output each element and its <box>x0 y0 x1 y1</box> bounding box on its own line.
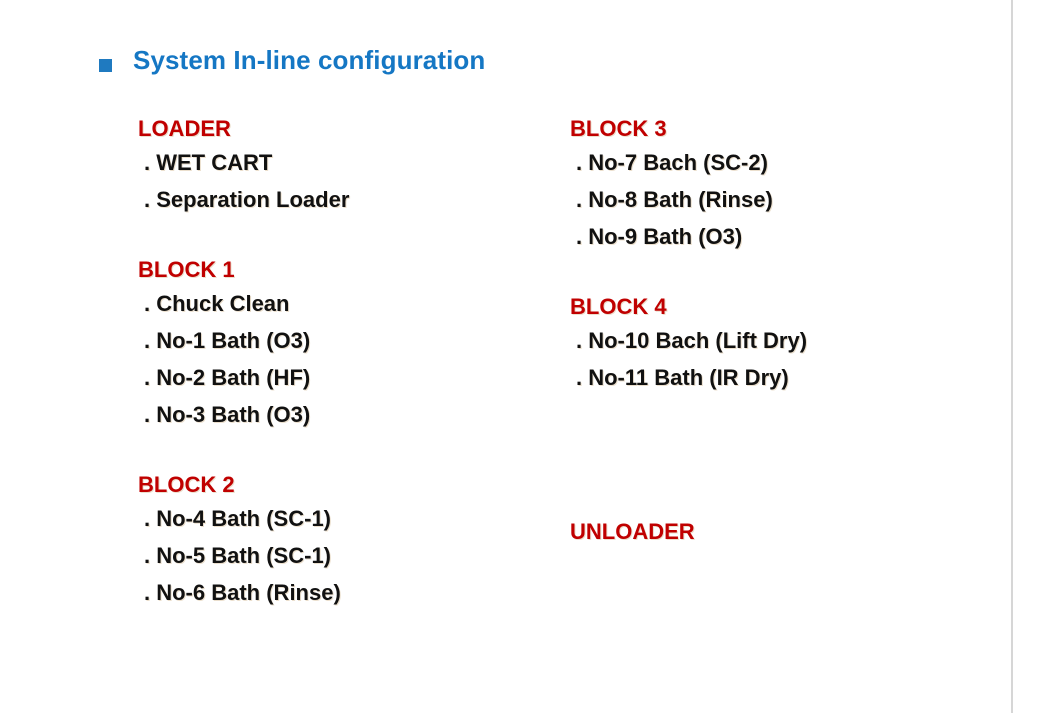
list-item: . No-5 Bath (SC-1) <box>144 543 331 568</box>
list-item: . No-8 Bath (Rinse) <box>576 187 773 212</box>
right-column: BLOCK 3 . No-7 Bach (SC-2) . No-8 Bath (… <box>570 118 990 569</box>
group-heading-block-4: BLOCK 4 <box>570 294 667 319</box>
slide-right-border-rule <box>1011 0 1013 713</box>
group-spacer-large <box>570 415 990 521</box>
list-item: . No-11 Bath (IR Dry) <box>576 365 789 390</box>
square-bullet-icon <box>99 59 112 72</box>
group-unloader: UNLOADER <box>570 521 990 543</box>
group-block-4: BLOCK 4 . No-10 Bach (Lift Dry) . No-11 … <box>570 296 990 389</box>
list-item: . No-2 Bath (HF) <box>144 365 311 390</box>
list-item: . Separation Loader <box>144 187 350 212</box>
list-item: . No-10 Bach (Lift Dry) <box>576 328 808 353</box>
page-title: System In-line configuration <box>133 45 486 75</box>
group-block-2: BLOCK 2 . No-4 Bath (SC-1) . No-5 Bath (… <box>138 474 538 604</box>
group-loader: LOADER . WET CART . Separation Loader <box>138 118 538 211</box>
list-item: . WET CART <box>144 150 273 175</box>
group-heading-unloader: UNLOADER <box>570 519 695 544</box>
group-heading-block-1: BLOCK 1 <box>138 257 235 282</box>
list-item: . No-9 Bath (O3) <box>576 224 743 249</box>
group-heading-block-3: BLOCK 3 <box>570 116 667 141</box>
group-block-1: BLOCK 1 . Chuck Clean . No-1 Bath (O3) .… <box>138 259 538 426</box>
slide-title-row: System In-line configuration <box>99 47 485 73</box>
list-item: . No-7 Bach (SC-2) <box>576 150 768 175</box>
list-item: . No-4 Bath (SC-1) <box>144 506 331 531</box>
group-block-3: BLOCK 3 . No-7 Bach (SC-2) . No-8 Bath (… <box>570 118 990 248</box>
group-spacer <box>138 237 538 259</box>
left-column: LOADER . WET CART . Separation Loader BL… <box>138 118 538 630</box>
group-heading-block-2: BLOCK 2 <box>138 472 235 497</box>
group-heading-loader: LOADER <box>138 116 231 141</box>
group-spacer <box>138 452 538 474</box>
group-spacer <box>570 274 990 296</box>
list-item: . No-6 Bath (Rinse) <box>144 580 341 605</box>
list-item: . Chuck Clean <box>144 291 290 316</box>
list-item: . No-3 Bath (O3) <box>144 402 311 427</box>
list-item: . No-1 Bath (O3) <box>144 328 311 353</box>
